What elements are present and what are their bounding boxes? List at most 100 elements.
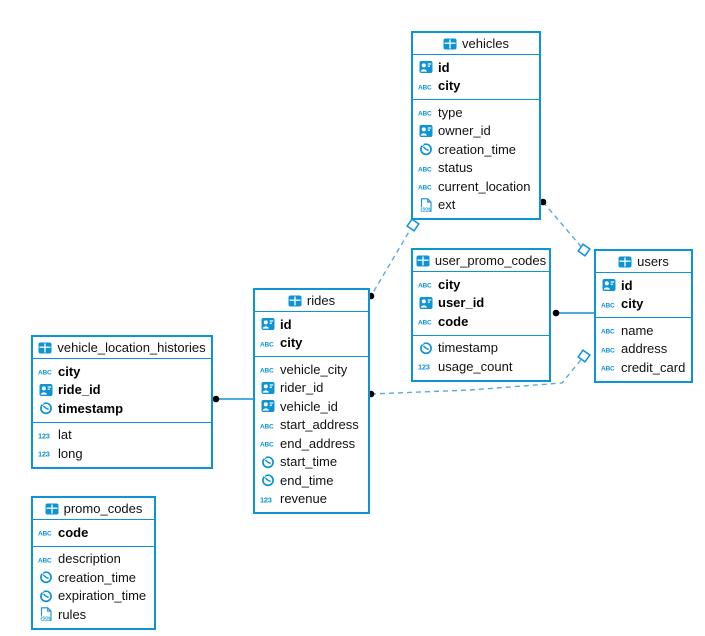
svg-text:ABC: ABC [38,370,52,377]
primary-key-section: ABC city ride_id timestamp [33,359,211,423]
string-icon: ABC [418,105,433,119]
number-icon: 123 [38,428,53,442]
string-icon: ABC [601,323,616,337]
field-label: rider_id [280,380,324,396]
svg-text:ABC: ABC [260,442,274,449]
table-header[interactable]: rides [255,290,368,312]
string-icon: ABC [418,277,433,291]
table-header[interactable]: vehicle_location_histories [33,337,211,359]
square-marker-rides-users [577,349,591,363]
uuid-icon [260,399,275,413]
table-title: vehicle_location_histories [57,340,206,355]
table-icon [288,294,302,308]
uuid-icon [418,124,433,138]
table-header[interactable]: user_promo_codes [413,250,549,272]
field-label: ext [438,197,456,213]
field-label: city [58,363,81,379]
timestamp-icon [418,341,433,355]
svg-text:ABC: ABC [38,557,52,564]
string-icon: ABC [38,552,53,566]
field-label: timestamp [58,400,124,416]
field-label: creation_time [58,569,137,585]
svg-text:123: 123 [260,495,272,504]
uuid-icon [418,60,433,74]
table-title: user_promo_codes [434,253,547,268]
field-row: ride_id [33,381,211,400]
field-label: vehicle_city [280,361,348,377]
field-label: vehicle_id [280,398,338,414]
field-row: user_id [413,294,549,313]
field-row: vehicle_id [255,397,368,416]
field-label: usage_count [438,358,513,374]
string-icon: ABC [601,297,616,311]
number-icon: 123 [418,359,433,373]
dot-marker-user_promo_codes-users [552,309,560,317]
field-row: ABC city [33,362,211,381]
string-icon: ABC [601,342,616,356]
field-row: creation_time [33,568,154,587]
field-label: address [621,341,668,357]
string-icon: ABC [38,525,53,539]
table-title: users [637,254,669,269]
field-label: ride_id [58,382,101,398]
field-label: status [438,160,473,176]
dot-marker-vehicle_location_histories-rides [212,395,220,403]
field-label: user_id [438,295,485,311]
timestamp-icon [260,473,275,487]
svg-text:ABC: ABC [601,329,615,336]
field-row: ABC status [413,159,539,178]
field-row: timestamp [33,399,211,418]
string-icon: ABC [38,364,53,378]
field-label: description [58,551,121,567]
table-title: rides [306,293,336,308]
field-label: code [58,524,89,540]
table-header[interactable]: promo_codes [33,498,154,520]
svg-text:ABC: ABC [601,302,615,309]
json-icon: JSON [418,198,433,212]
field-label: id [438,59,450,75]
field-label: city [438,78,461,94]
table-title: promo_codes [63,501,143,516]
field-label: end_time [280,472,334,488]
string-icon: ABC [418,161,433,175]
svg-text:ABC: ABC [601,366,615,373]
field-label: id [280,316,292,332]
table-header[interactable]: users [596,251,691,273]
square-marker-vehicles-users [577,243,591,257]
svg-text:ABC: ABC [260,341,274,348]
table-title: vehicles [462,36,509,51]
field-label: revenue [280,491,327,507]
square-marker-vehicles-rides [406,218,420,232]
svg-text:ABC: ABC [601,347,615,354]
table-icon [618,255,632,269]
uuid-icon [601,278,616,292]
field-row: end_time [255,471,368,490]
timestamp-icon [38,589,53,603]
number-icon: 123 [38,446,53,460]
field-label: current_location [438,178,531,194]
relationship-line-vehicles-rides [370,224,414,297]
field-label: city [621,296,644,312]
table-header[interactable]: vehicles [413,33,539,55]
